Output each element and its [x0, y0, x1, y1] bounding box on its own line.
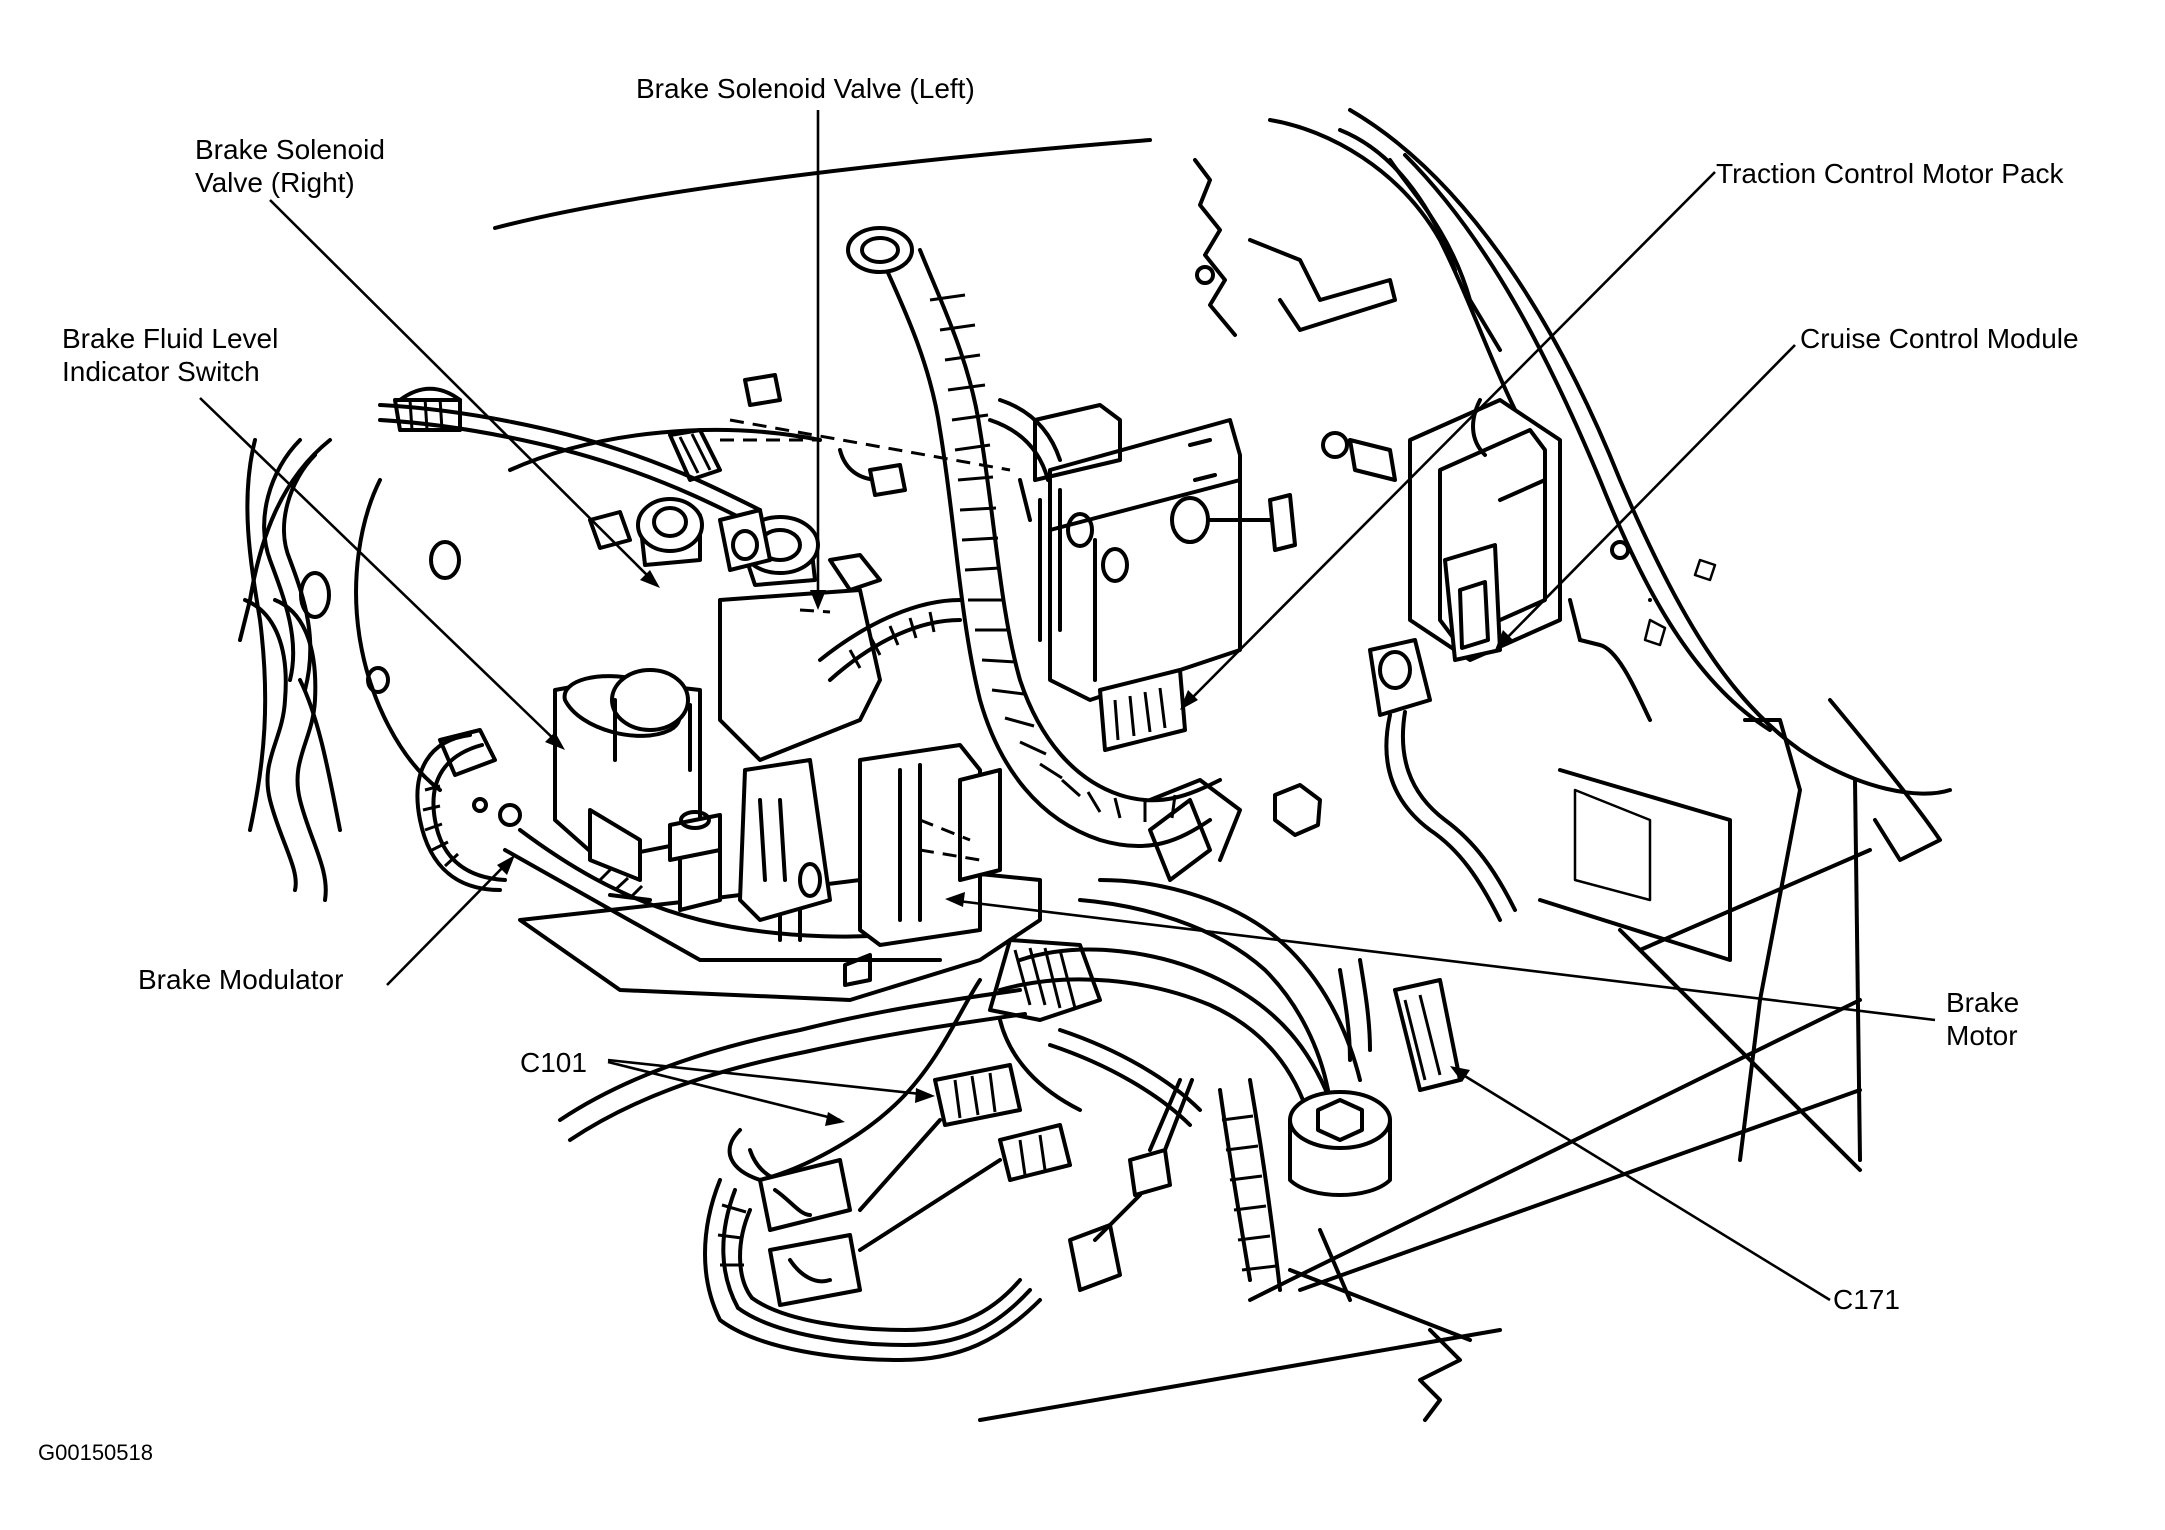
- label-brake-motor: Brake Motor: [1946, 987, 2020, 1051]
- leader-fluid-level-switch: [199, 397, 561, 746]
- label-c171: C171: [1833, 1284, 1900, 1315]
- label-brake-solenoid-valve-right: Brake Solenoid Valve (Right): [195, 134, 385, 198]
- c171-connector: [1288, 958, 1462, 1197]
- inner-fender-left: [238, 428, 822, 832]
- leader-lines: [199, 110, 1936, 1302]
- label-c101: C101: [520, 1047, 587, 1078]
- label-brake-fluid-level-indicator-switch: Brake Fluid Level Indicator Switch: [62, 323, 279, 387]
- cruise-control-module: [1321, 398, 1717, 922]
- label-brake-solenoid-valve-left: Brake Solenoid Valve (Left): [636, 73, 975, 104]
- leader-brake-motor: [949, 898, 1936, 1022]
- leader-cruise-module: [1499, 344, 1796, 646]
- leader-solenoid-right: [269, 199, 656, 584]
- traction-control-motor-pack: [1033, 403, 1297, 882]
- fluid-level-switch-connector: [415, 728, 507, 892]
- leader-c171: [1454, 1068, 1831, 1302]
- label-cruise-control-module: Cruise Control Module: [1800, 323, 2079, 354]
- upper-components: [588, 265, 1215, 614]
- leader-motor-pack: [1184, 171, 1716, 706]
- leader-c101-upper: [607, 1058, 931, 1097]
- main-wiring-harness: [818, 226, 1222, 849]
- vehicle-body-outline: [493, 108, 1952, 1422]
- label-brake-modulator: Brake Modulator: [138, 964, 344, 995]
- label-traction-control-motor-pack: Traction Control Motor Pack: [1716, 158, 2064, 189]
- brake-modulator: [472, 497, 1042, 1002]
- c101-connectors: [758, 1063, 1194, 1307]
- hex-nut: [1273, 783, 1322, 837]
- leader-brake-modulator: [386, 859, 511, 986]
- figure-id: G00150518: [38, 1440, 153, 1465]
- leader-c101-lower: [607, 1060, 841, 1122]
